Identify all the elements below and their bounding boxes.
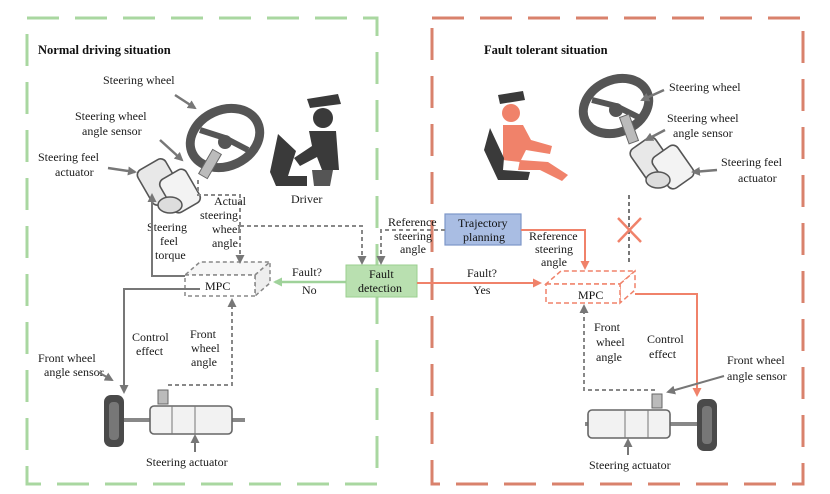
right-angle-sensor-label-2: angle sensor	[673, 126, 733, 140]
left-driver-label: Driver	[291, 192, 322, 206]
right-angle-sensor-label-1: Steering wheel	[667, 111, 739, 125]
reference-angle-left-1: Reference	[388, 215, 437, 229]
left-feel-torque-label-3: torque	[155, 248, 186, 262]
left-steering-wheel-label: Steering wheel	[103, 73, 175, 87]
reference-angle-right-3: angle	[541, 255, 567, 269]
right-control-effect-label-1: Control	[647, 332, 684, 346]
steering-feel-actuator-icon	[136, 158, 202, 214]
steering-wheel-icon	[578, 73, 654, 145]
fault-detection-block	[345, 264, 418, 298]
left-steering-actuator-label: Steering actuator	[146, 455, 228, 469]
steering-wheel-icon	[185, 103, 265, 180]
steering-actuator-icon	[124, 389, 245, 435]
right-control-effect-label-2: effect	[649, 347, 677, 361]
right-steering-actuator-label: Steering actuator	[589, 458, 671, 472]
reference-angle-left-3: angle	[400, 242, 426, 256]
right-fault-yes: Yes	[473, 283, 491, 297]
left-feel-torque-label-1: Steering	[147, 220, 187, 234]
wheel-icon	[104, 395, 124, 447]
right-front-wheel-sensor-2: angle sensor	[727, 369, 787, 383]
right-steering-wheel-label: Steering wheel	[669, 80, 741, 94]
left-front-wheel-angle-1: Front	[190, 327, 217, 341]
left-control-effect-label-2: effect	[136, 344, 164, 358]
reference-angle-right-2: steering	[535, 242, 573, 256]
left-actual-angle-label-4: angle	[212, 236, 238, 250]
wheel-icon	[697, 399, 717, 451]
left-feel-torque-label-2: feel	[160, 234, 179, 248]
reference-angle-right-1: Reference	[529, 229, 578, 243]
left-mpc-block: MPC	[182, 260, 273, 298]
right-front-wheel-angle-2: wheel	[596, 335, 625, 349]
left-front-wheel-angle-3: angle	[191, 355, 217, 369]
right-feel-actuator-label-2: actuator	[738, 171, 777, 185]
left-angle-sensor-label-1: Steering wheel	[75, 109, 147, 123]
left-feel-actuator-label-1: Steering feel	[38, 150, 100, 164]
fault-tolerant-panel	[430, 16, 805, 486]
normal-situation-title: Normal driving situation	[38, 43, 171, 57]
driver-icon	[498, 91, 568, 181]
left-fault-no: No	[302, 283, 317, 297]
left-feel-actuator-label-2: actuator	[55, 165, 94, 179]
fault-tolerant-title: Fault tolerant situation	[484, 43, 608, 57]
fault-detection-label-2: detection	[358, 281, 402, 295]
steering-feel-actuator-icon	[629, 136, 695, 190]
left-actual-angle-label-1: Actual	[214, 194, 247, 208]
right-front-wheel-sensor-1: Front wheel	[727, 353, 785, 367]
driver-icon	[270, 94, 341, 186]
trajectory-planning-label-2: planning	[463, 230, 505, 244]
right-mpc-label: MPC	[578, 288, 603, 302]
left-angle-sensor-label-2: angle sensor	[82, 124, 142, 138]
right-mpc-block: MPC	[543, 269, 638, 305]
left-actual-angle-label-3: wheel	[212, 222, 241, 236]
cross-mark-icon	[617, 217, 642, 243]
fault-detection-label-1: Fault	[369, 267, 394, 281]
reference-angle-left-2: steering	[394, 229, 432, 243]
left-control-effect-label-1: Control	[132, 330, 169, 344]
right-front-wheel-angle-3: angle	[596, 350, 622, 364]
trajectory-planning-label-1: Trajectory	[458, 216, 508, 230]
left-front-wheel-sensor-1: Front wheel	[38, 351, 96, 365]
normal-situation-panel	[25, 16, 379, 486]
steering-actuator-icon	[585, 393, 697, 439]
left-front-wheel-angle-2: wheel	[191, 341, 220, 355]
left-fault-question: Fault?	[292, 265, 322, 279]
left-mpc-label: MPC	[205, 279, 230, 293]
right-fault-question: Fault?	[467, 266, 497, 280]
left-front-wheel-sensor-2: angle sensor	[44, 365, 104, 379]
right-feel-actuator-label-1: Steering feel	[721, 155, 783, 169]
right-front-wheel-angle-1: Front	[594, 320, 621, 334]
left-actual-angle-label-2: steering	[200, 208, 238, 222]
